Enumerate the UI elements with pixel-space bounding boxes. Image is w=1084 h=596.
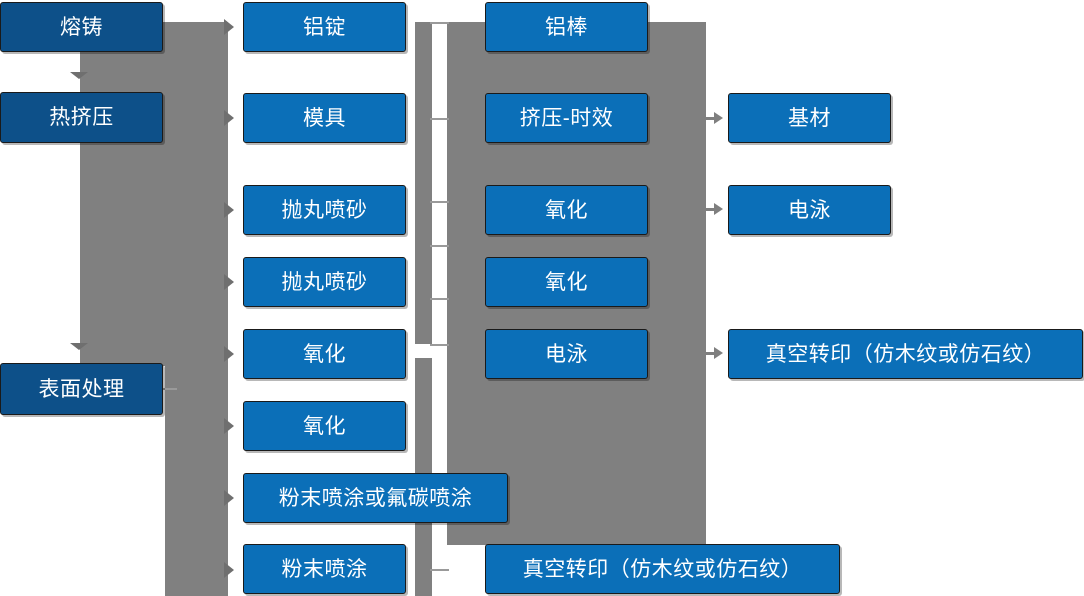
notch-separator	[430, 201, 449, 203]
stage-box-surface-treatment[interactable]: 表面处理	[0, 363, 163, 415]
arrow-right-icon	[706, 352, 718, 355]
stage-label: 表面处理	[38, 377, 125, 401]
chevron-right-icon	[224, 274, 234, 290]
process-label: 抛丸喷砂	[281, 198, 368, 222]
chevron-down-icon	[70, 72, 88, 79]
stage-label: 熔铸	[60, 15, 103, 39]
chevron-right-icon	[224, 490, 234, 506]
output-box-substrate[interactable]: 基材	[728, 93, 891, 143]
process-box-oxidation-2[interactable]: 氧化	[243, 401, 406, 451]
process-label: 铝锭	[303, 15, 346, 39]
notch-separator	[430, 298, 449, 300]
detail-label: 电泳	[545, 342, 588, 366]
detail-label: 铝棒	[545, 15, 588, 39]
notch-separator	[430, 118, 449, 120]
connector-band-upper	[80, 22, 228, 366]
output-label: 真空转印（仿木纹或仿石纹）	[765, 342, 1046, 366]
arrow-right-icon	[706, 208, 718, 211]
stage-label: 热挤压	[49, 106, 114, 129]
connector-band-lower	[165, 366, 228, 596]
process-box-powder-coating[interactable]: 粉末喷涂	[243, 544, 406, 594]
chevron-right-icon	[224, 110, 234, 126]
output-label: 电泳	[788, 198, 831, 222]
process-box-shot-blasting-1[interactable]: 抛丸喷砂	[243, 185, 406, 235]
process-box-powder-or-fluorocarbon-coating[interactable]: 粉末喷涂或氟碳喷涂	[243, 473, 508, 523]
detail-label: 挤压-时效	[519, 106, 614, 130]
detail-box-electrophoresis[interactable]: 电泳	[485, 329, 648, 379]
chevron-right-icon	[224, 346, 234, 362]
chevron-down-icon	[70, 343, 88, 350]
arrow-right-icon	[714, 203, 723, 215]
detail-label: 真空转印（仿木纹或仿石纹）	[522, 557, 803, 581]
process-box-mold[interactable]: 模具	[243, 93, 406, 143]
detail-box-extrusion-aging[interactable]: 挤压-时效	[485, 93, 648, 143]
detail-box-vacuum-transfer-print[interactable]: 真空转印（仿木纹或仿石纹）	[485, 544, 840, 594]
output-label: 基材	[788, 106, 831, 130]
process-box-oxidation-1[interactable]: 氧化	[243, 329, 406, 379]
stub-surface-treatment	[163, 388, 177, 390]
output-box-vacuum-transfer-print[interactable]: 真空转印（仿木纹或仿石纹）	[728, 329, 1083, 379]
process-label: 粉末喷涂或氟碳喷涂	[278, 486, 473, 510]
detail-label: 氧化	[545, 270, 588, 294]
detail-box-oxidation-2[interactable]: 氧化	[485, 257, 648, 307]
notch-separator	[430, 22, 449, 24]
process-box-aluminum-ingot[interactable]: 铝锭	[243, 2, 406, 52]
notch-separator	[430, 344, 449, 346]
process-label: 氧化	[303, 414, 346, 438]
arrow-right-icon	[714, 112, 723, 124]
notch-separator	[430, 569, 449, 571]
chevron-right-icon	[224, 202, 234, 218]
chevron-right-icon	[224, 19, 234, 35]
arrow-right-icon	[714, 347, 723, 359]
process-label: 抛丸喷砂	[281, 270, 368, 294]
detail-box-oxidation-1[interactable]: 氧化	[485, 185, 648, 235]
output-box-electrophoresis[interactable]: 电泳	[728, 185, 891, 235]
detail-label: 氧化	[545, 198, 588, 222]
stage-box-hot-extrusion[interactable]: 热挤压	[0, 92, 163, 143]
stage-box-melting[interactable]: 熔铸	[0, 2, 163, 52]
connector-bar-middle-left	[415, 22, 432, 344]
process-box-shot-blasting-2[interactable]: 抛丸喷砂	[243, 257, 406, 307]
notch-separator	[430, 245, 449, 247]
chevron-right-icon	[224, 418, 234, 434]
process-label: 模具	[303, 106, 346, 130]
detail-box-aluminum-bar[interactable]: 铝棒	[485, 2, 648, 52]
process-label: 粉末喷涂	[281, 557, 368, 581]
process-label: 氧化	[303, 342, 346, 366]
arrow-right-icon	[706, 117, 718, 120]
chevron-right-icon	[224, 562, 234, 578]
